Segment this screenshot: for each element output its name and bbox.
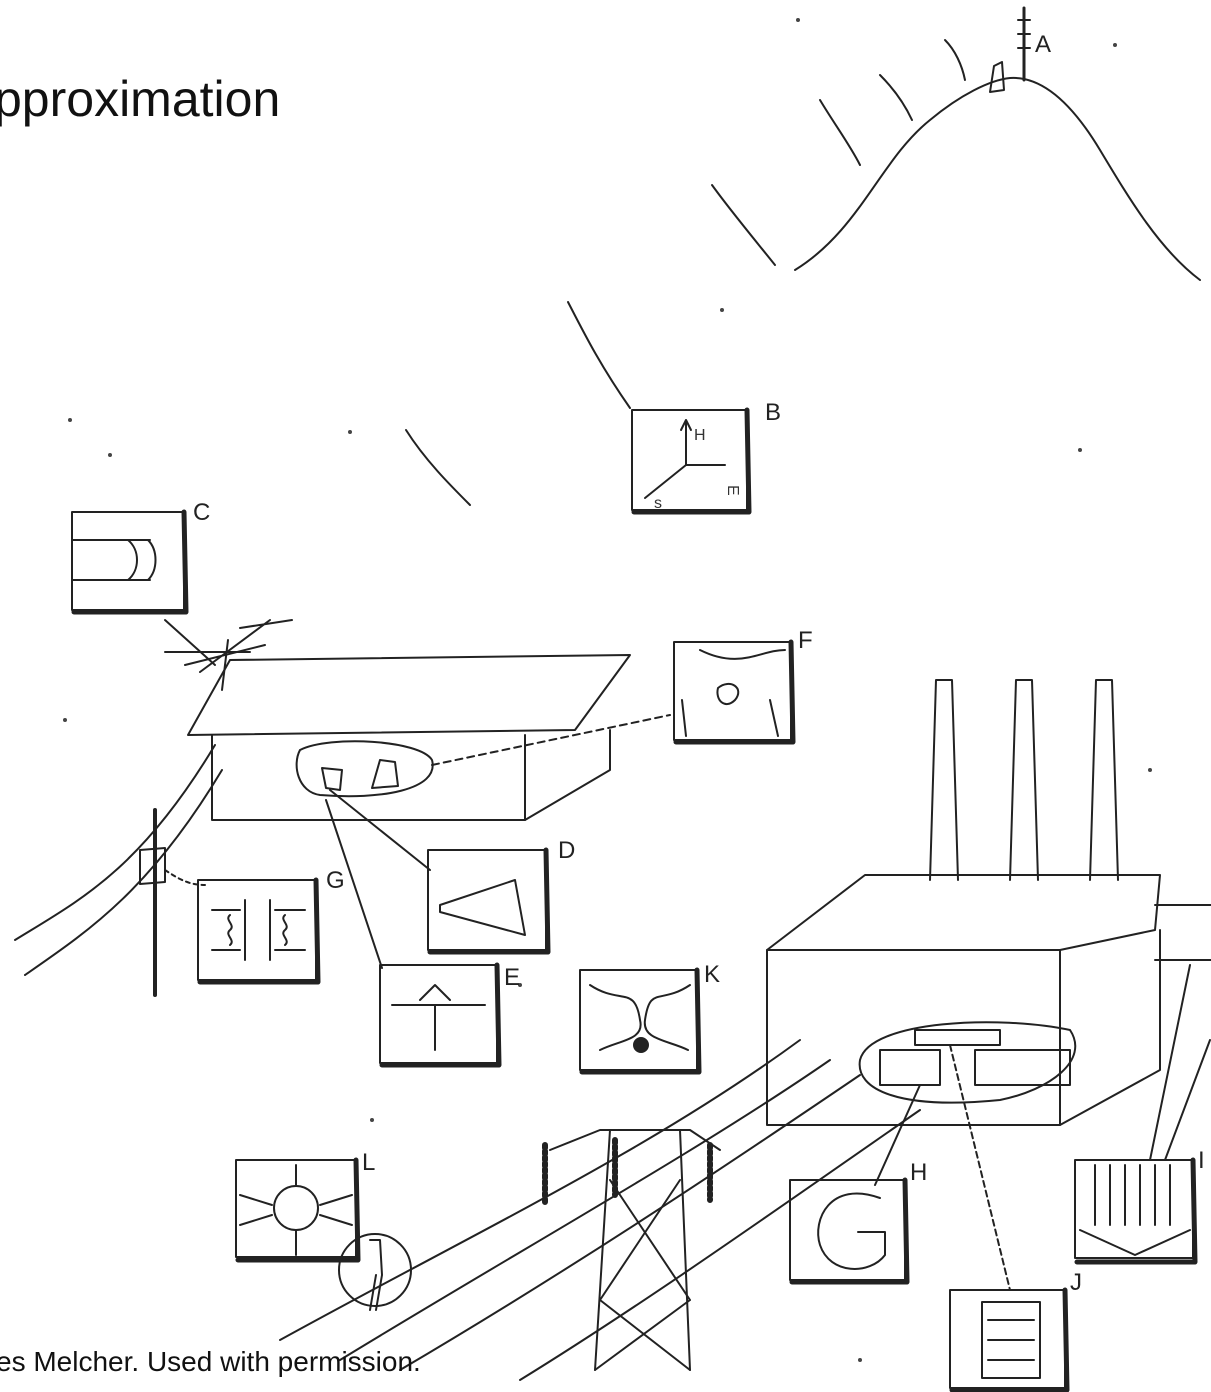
label-d: D — [558, 837, 575, 864]
label-a: A — [1035, 31, 1051, 58]
inset-h-generator — [790, 1085, 920, 1282]
label-j: J — [1070, 1269, 1082, 1296]
label-k: K — [704, 961, 720, 988]
person-circle — [339, 1234, 411, 1310]
label-i: I — [1198, 1147, 1205, 1174]
label-f: F — [798, 627, 813, 654]
inset-b-field-vectors — [632, 410, 749, 512]
label-e: E — [504, 964, 520, 991]
label-g: G — [326, 867, 345, 894]
label-h: H — [910, 1159, 927, 1186]
inset-b-s-label: s — [654, 495, 662, 512]
utility-pole — [15, 745, 222, 995]
inset-d — [330, 790, 548, 952]
inset-b-e-label: E — [724, 485, 741, 496]
label-l: L — [362, 1149, 375, 1176]
label-b: B — [765, 399, 781, 426]
power-plant — [767, 680, 1211, 1125]
inset-f — [674, 642, 793, 742]
house — [188, 655, 670, 820]
label-c: C — [193, 499, 210, 526]
inset-b-h-label: H — [694, 427, 706, 444]
letter-labels: A B C D E F G H I J K L H E s — [193, 31, 1205, 1296]
image-credit: es Melcher. Used with permission. — [0, 1346, 421, 1378]
inset-k — [580, 970, 699, 1072]
rooftop-antenna — [165, 620, 292, 690]
inset-c — [72, 512, 215, 665]
mountain-transmitter — [712, 8, 1200, 280]
wave-arc-2 — [406, 430, 470, 505]
inset-i — [1075, 965, 1210, 1262]
inset-g-transformer — [198, 880, 318, 982]
inset-j — [950, 1045, 1067, 1390]
inset-l — [236, 1160, 358, 1260]
inset-e — [326, 800, 499, 1065]
wave-arc-1 — [568, 302, 630, 408]
